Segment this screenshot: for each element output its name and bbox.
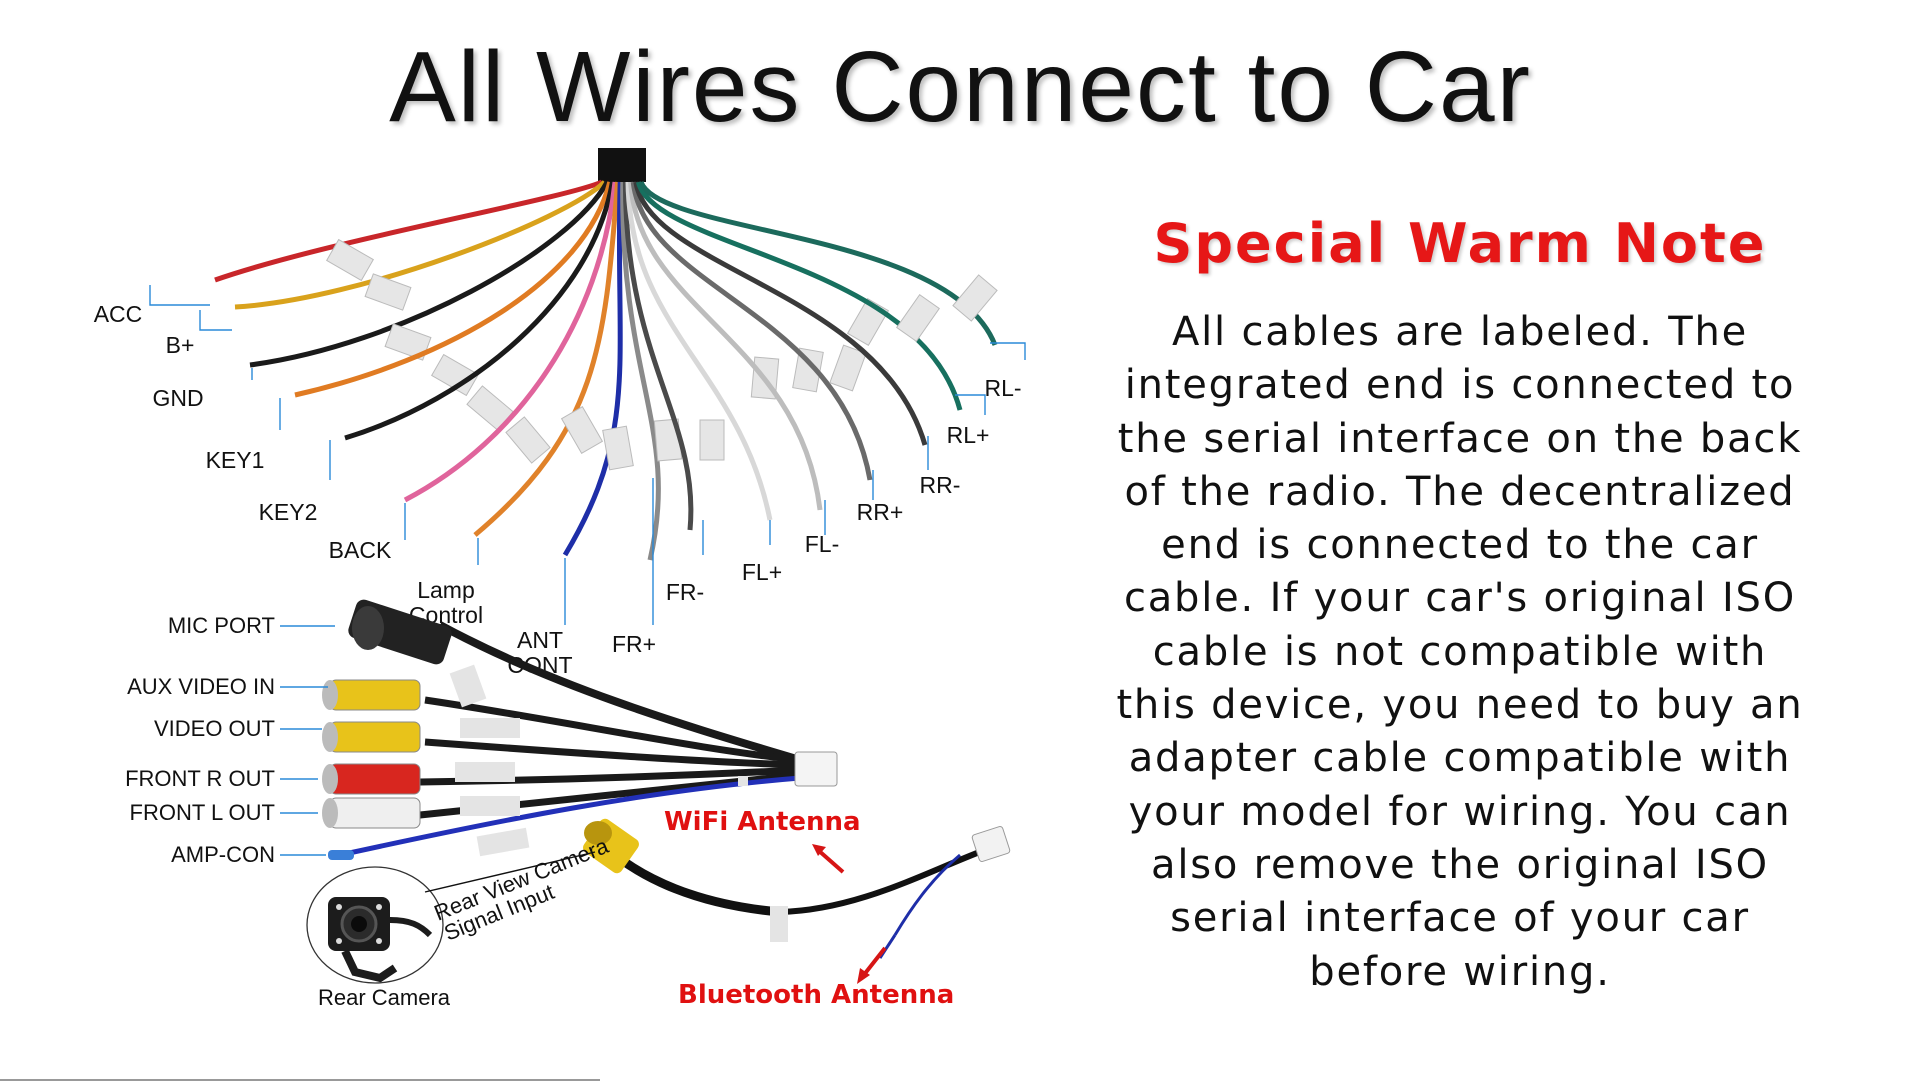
wire-label-tag xyxy=(952,274,998,322)
wire-b- xyxy=(234,180,607,310)
note-line: serial interface of your car xyxy=(1170,895,1750,942)
wire-label-tag xyxy=(384,323,432,361)
wire-label-tag xyxy=(846,297,890,347)
note-line: cable is not compatible with xyxy=(1152,628,1768,675)
wire-acc xyxy=(214,179,603,283)
wire-fl- xyxy=(628,181,823,511)
note-line: cable. If your car's original ISO xyxy=(1123,575,1797,622)
wire-rr- xyxy=(630,181,873,481)
wire-rl- xyxy=(638,180,998,346)
rca-plug xyxy=(322,763,421,795)
amp-con-tip xyxy=(328,850,354,860)
wifi-antenna-connector xyxy=(971,826,1011,862)
rca-plug xyxy=(322,679,421,711)
wire-label: FR- xyxy=(666,579,704,605)
wire-label: GND xyxy=(152,385,203,411)
rca-harness-connector xyxy=(794,751,838,787)
wire-lamp-control xyxy=(473,181,621,537)
note-line: All cables are labeled. The xyxy=(1171,309,1749,355)
note-line: the serial interface on the back xyxy=(1117,415,1803,462)
rear-camera-cable xyxy=(583,818,1011,959)
wire-label: RR- xyxy=(920,472,961,498)
wire-ant-cont xyxy=(562,181,623,557)
wire-label: KEY1 xyxy=(206,447,265,473)
bluetooth-antenna-label: Bluetooth Antenna xyxy=(678,980,954,1010)
wifi-antenna-label: WiFi Antenna xyxy=(664,807,861,837)
wire-label: RL+ xyxy=(947,422,990,448)
wire-gnd xyxy=(249,180,610,368)
wire-label-tag xyxy=(896,294,940,342)
rca-plug xyxy=(322,797,421,829)
wire-label: ACC xyxy=(94,301,143,327)
note-line: your model for wiring. You can xyxy=(1128,788,1792,835)
note-line: adapter cable compatible with xyxy=(1128,735,1792,782)
wire-label: BACK xyxy=(329,537,392,563)
wire-label: B+ xyxy=(166,332,195,358)
wire-label: RR+ xyxy=(857,499,904,525)
wire-label-tag xyxy=(505,416,551,464)
wire-leader-line xyxy=(199,310,232,331)
wire-key2 xyxy=(344,181,615,441)
wire-label: FR+ xyxy=(612,631,656,657)
wire-key1 xyxy=(294,181,613,398)
note-line: also remove the original ISO xyxy=(1151,841,1769,888)
wire-label-tag xyxy=(560,405,604,455)
wire-label-tag xyxy=(325,238,375,282)
wire-rl- xyxy=(635,181,963,411)
rca-harness xyxy=(339,599,838,858)
wire-label-tag xyxy=(430,353,480,397)
wire-rr- xyxy=(633,181,928,446)
wire-fr- xyxy=(620,181,661,561)
note-body: All cables are labeled. The integrated en… xyxy=(1080,306,1840,999)
rear-camera xyxy=(328,897,433,983)
rear-camera-label: Rear Camera xyxy=(318,985,451,1010)
wire-label: FL- xyxy=(805,531,840,557)
wire-leader-line xyxy=(990,342,1026,360)
wire-label-tag xyxy=(829,344,867,392)
mic-port-jack xyxy=(348,599,452,665)
port-label: FRONT R OUT xyxy=(125,766,275,791)
wire-label-tag xyxy=(602,425,634,471)
wire-fl- xyxy=(625,181,773,521)
main-connector xyxy=(598,148,646,182)
wire-back xyxy=(403,181,618,503)
port-label: FRONT L OUT xyxy=(130,800,275,825)
port-label: MIC PORT xyxy=(168,613,275,638)
port-label: VIDEO OUT xyxy=(154,716,275,741)
camera-outline xyxy=(306,866,444,984)
wire-label-tag xyxy=(699,419,725,461)
wire-label: FL+ xyxy=(742,559,782,585)
note-line: integrated end is connected to xyxy=(1124,362,1796,409)
note-line: this device, you need to buy an xyxy=(1116,682,1804,729)
note-line: before wiring. xyxy=(1309,948,1611,995)
note-line: of the radio. The decentralized xyxy=(1124,468,1796,515)
bluetooth-arrow xyxy=(861,946,887,978)
note-line: end is connected to the car xyxy=(1161,522,1759,569)
wire-fr- xyxy=(622,181,694,531)
port-label: AUX VIDEO IN xyxy=(127,674,275,699)
port-label: AMP-CON xyxy=(171,842,275,867)
rca-plug xyxy=(322,721,421,753)
camera-pointer-line xyxy=(424,851,596,893)
wire-label-tag xyxy=(364,273,412,311)
wire-leader-line xyxy=(955,394,986,415)
wire-leader-line xyxy=(149,285,210,306)
note-heading: Special Warm Note xyxy=(1153,212,1767,275)
page-title: All Wires Connect to Car xyxy=(389,31,1532,143)
wifi-arrow xyxy=(816,848,845,874)
wire-label: KEY2 xyxy=(259,499,318,525)
wire-label: RL- xyxy=(984,375,1021,401)
